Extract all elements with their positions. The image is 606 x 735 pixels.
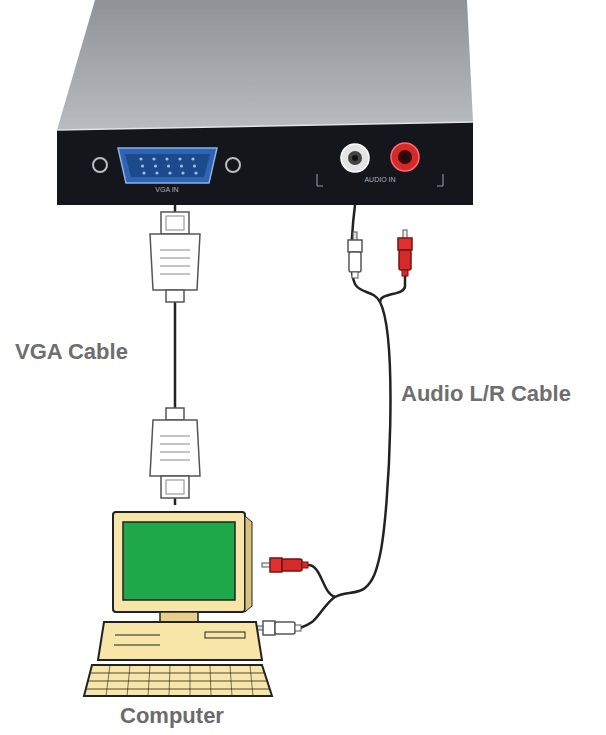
- strain-relief: [295, 625, 301, 631]
- port-screw: [226, 158, 240, 172]
- port-pin: [141, 164, 144, 167]
- case-top: [57, 0, 473, 130]
- port-pin: [168, 171, 171, 174]
- cable-label: VGA Cable: [12, 338, 131, 365]
- plug-sleeve: [263, 621, 275, 635]
- jack-pin: [402, 154, 408, 160]
- cable-label: Audio L/R Cable: [398, 380, 574, 407]
- strain-relief: [352, 272, 358, 278]
- rca-plug-white: [255, 621, 301, 635]
- case-edge: [57, 122, 473, 130]
- port-pin: [180, 164, 183, 167]
- monitor-side: [245, 516, 252, 612]
- plug-sleeve: [270, 558, 282, 572]
- strain-relief: [402, 270, 408, 276]
- plug-ridges: [160, 250, 190, 274]
- port-label: VGA IN: [155, 186, 178, 194]
- key-rows: [86, 673, 270, 689]
- rca-plug-white: [348, 232, 362, 278]
- plug-body: [275, 622, 295, 634]
- rca-plug-red: [398, 230, 412, 276]
- bracket-mark: [317, 174, 323, 186]
- audio-jack-white: [341, 144, 369, 172]
- device-caption: Computer: [120, 703, 224, 728]
- keyboard: [84, 665, 272, 696]
- monitor-neck: [160, 612, 198, 622]
- cable: [300, 205, 390, 628]
- key-columns: [106, 665, 253, 696]
- plug-pins: [166, 480, 184, 494]
- case-front: [57, 122, 473, 205]
- port-pin: [139, 157, 142, 160]
- port-pin: [178, 157, 181, 160]
- port-pin: [191, 157, 194, 160]
- plug-hood: [150, 234, 200, 290]
- port-pin: [165, 157, 168, 160]
- plug-hood: [150, 420, 200, 476]
- plug-shell: [161, 212, 189, 234]
- screen: [123, 522, 235, 600]
- audio-jack-red: [391, 143, 419, 171]
- cable-branch: [308, 565, 335, 597]
- plug-sleeve: [398, 238, 412, 250]
- jack-pin: [352, 155, 358, 161]
- plug-pins: [166, 216, 184, 230]
- strain-relief: [166, 290, 184, 302]
- case-slots: [114, 635, 160, 645]
- system-case: [98, 622, 262, 660]
- vga-port-inner: [125, 154, 210, 177]
- port-pin: [154, 164, 157, 167]
- monitor: [113, 512, 245, 612]
- drive-bay: [205, 632, 245, 638]
- vga-port: [118, 148, 217, 183]
- vga-plug: [150, 212, 200, 302]
- port-screw: [93, 158, 107, 172]
- port-label: AUDIO IN: [364, 176, 395, 184]
- port-pin: [194, 171, 197, 174]
- vga-plug: [150, 408, 200, 498]
- port-pin: [142, 171, 145, 174]
- port-pin: [155, 171, 158, 174]
- jack-hole: [348, 151, 362, 165]
- computer-illustration: [84, 512, 272, 696]
- port-pin: [181, 171, 184, 174]
- strain-relief: [166, 408, 184, 420]
- bracket-mark: [437, 174, 443, 186]
- converter-box: VGA IN AUDIO IN: [55, 0, 475, 205]
- plug-body: [349, 252, 361, 272]
- plug-ridges: [160, 436, 190, 460]
- strain-relief: [302, 562, 308, 568]
- port-pin: [193, 164, 196, 167]
- port-pin: [167, 164, 170, 167]
- converter-outline: [55, 0, 475, 205]
- plug-sleeve: [348, 240, 362, 252]
- jack-hole: [398, 150, 412, 164]
- plug-shell: [161, 476, 189, 498]
- rca-plug-red: [262, 558, 308, 572]
- cable-branch: [380, 276, 405, 302]
- plug-body: [399, 250, 411, 270]
- plug-body: [282, 559, 302, 571]
- port-pin: [152, 157, 155, 160]
- computer-node: Computer: [95, 505, 300, 733]
